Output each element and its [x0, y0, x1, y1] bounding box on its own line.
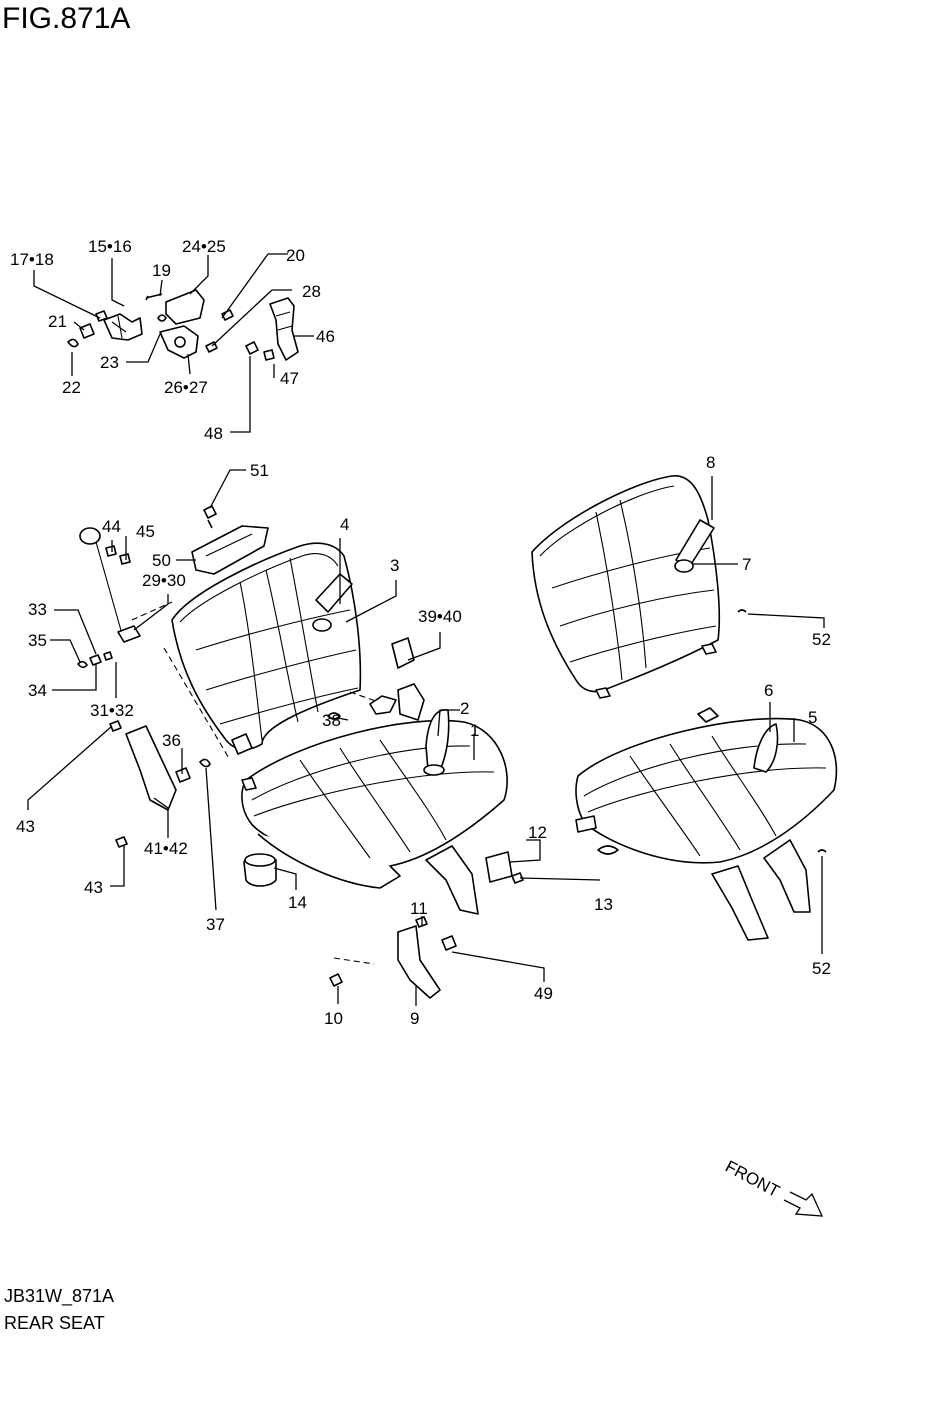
callout-label: 22: [62, 378, 81, 397]
callout-label: 38: [322, 711, 341, 730]
callout-label: 8: [706, 453, 715, 472]
diagram-name: REAR SEAT: [4, 1313, 105, 1333]
callout-label: 11: [410, 899, 428, 918]
callout-label: 15•16: [88, 237, 132, 256]
front-label: FRONT: [722, 1157, 783, 1201]
seat-back-left: [171, 542, 362, 755]
callout-label: 26•27: [164, 378, 208, 397]
callout-label: 21: [48, 312, 67, 331]
callout-label: 37: [206, 915, 225, 934]
callout-label: 48: [204, 424, 223, 443]
callout-label: 43: [16, 817, 35, 836]
callout-label: 47: [280, 369, 299, 388]
callout-label: 45: [136, 522, 155, 541]
callout-label: 23: [100, 353, 119, 372]
callout-label: 29•30: [142, 571, 186, 590]
callout-label: 52: [812, 630, 831, 649]
latch-parts-group: [67, 289, 299, 361]
callout-label: 31•32: [90, 701, 134, 720]
callout-label: 7: [742, 555, 751, 574]
callout-label: 4: [340, 515, 349, 534]
callout-label: 35: [28, 631, 47, 650]
callout-label: 44: [102, 517, 121, 536]
seat-cushion-right: [575, 707, 838, 941]
seat-cushion-left: [241, 683, 508, 915]
diagram-code: JB31W_871A: [4, 1286, 115, 1306]
seat-back-right: [531, 475, 721, 699]
assembly-line: [163, 647, 231, 761]
figure-title: FIG.871A: [2, 2, 131, 35]
callout-label: 49: [534, 984, 553, 1003]
callout-label: 6: [764, 681, 773, 700]
callout-label: 51: [250, 461, 269, 480]
assembly-line: [131, 601, 173, 621]
callout-label: 28: [302, 282, 321, 301]
callout-label: 19: [152, 261, 171, 280]
callout-label: 12: [528, 823, 547, 842]
callout-labels: 1 2 3 4 5 6 7 8 9 10 11 12 13 14 15•16 1…: [10, 237, 831, 1028]
callout-label: 2: [460, 699, 469, 718]
callout-label: 14: [288, 893, 307, 912]
callout-label: 17•18: [10, 250, 54, 269]
callout-label: 9: [410, 1009, 419, 1028]
callout-label: 50: [152, 551, 171, 570]
callout-label: 24•25: [182, 237, 226, 256]
callout-label: 1: [470, 721, 479, 740]
leader-lines: [27, 253, 825, 1006]
callout-label: 46: [316, 327, 335, 346]
callout-label: 34: [28, 681, 47, 700]
callout-label: 20: [286, 246, 305, 265]
callout-label: 41•42: [144, 839, 188, 858]
callout-label: 52: [812, 959, 831, 978]
callout-label: 43: [84, 878, 103, 897]
callout-label: 13: [594, 895, 613, 914]
callout-label: 33: [28, 600, 47, 619]
callout-label: 10: [324, 1009, 343, 1028]
assembly-line: [333, 957, 375, 965]
front-direction-indicator: FRONT: [722, 1157, 824, 1217]
callout-label: 3: [390, 556, 399, 575]
misc-parts: [77, 505, 827, 999]
callout-label: 5: [808, 708, 817, 727]
callout-label: 36: [162, 731, 181, 750]
callout-label: 39•40: [418, 607, 462, 626]
